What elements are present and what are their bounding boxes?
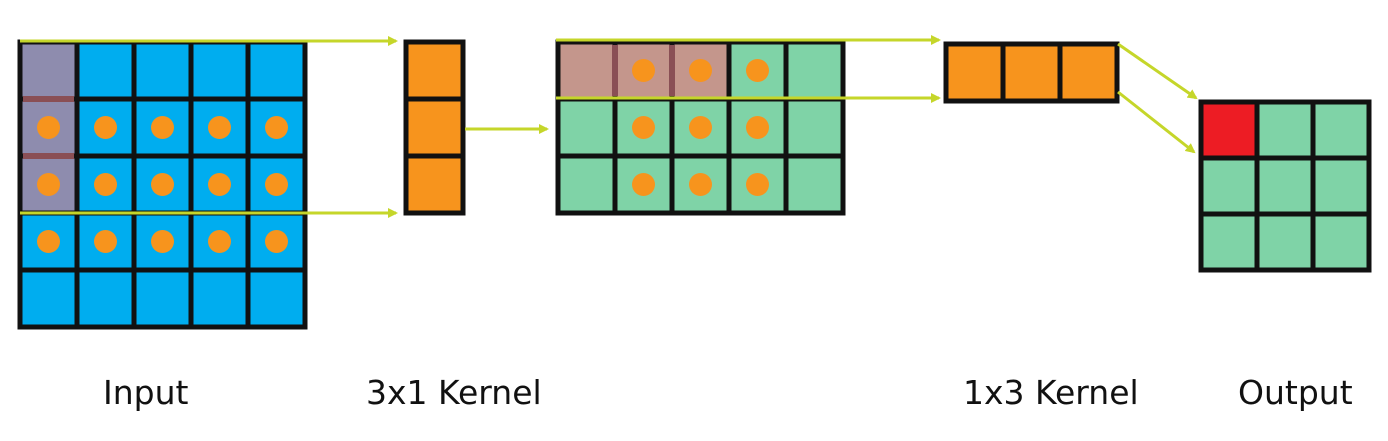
output-cell (1254, 155, 1316, 217)
sample-dot (208, 116, 231, 139)
grids-layer (17, 39, 1372, 330)
input-cell (131, 39, 194, 102)
kernel-1x3-cell (1057, 41, 1120, 104)
kernel-3x1-label: 3x1 Kernel (366, 373, 542, 412)
input-cell (245, 267, 308, 330)
sample-dot (94, 116, 117, 139)
output-cell (1254, 99, 1316, 161)
sample-dot (265, 116, 288, 139)
kernel-1x3-cell (943, 41, 1006, 104)
input-cell (188, 267, 251, 330)
sample-dot (208, 173, 231, 196)
output-cell (1198, 155, 1260, 217)
sample-dot (632, 116, 655, 139)
kernel-1x3-grid (943, 41, 1120, 104)
input-grid (17, 39, 308, 330)
sample-dot (37, 230, 60, 253)
intermediate-cell (555, 96, 618, 159)
input-cell (74, 39, 137, 102)
output-label: Output (1238, 373, 1353, 412)
output-cell (1310, 155, 1372, 217)
sample-dot (746, 173, 769, 196)
sample-dot (746, 59, 769, 82)
input-cell (188, 39, 251, 102)
output-cell (1310, 211, 1372, 273)
sample-dot (151, 116, 174, 139)
sample-dot (208, 230, 231, 253)
kernel-3x1-cell (403, 96, 466, 159)
sample-dot (265, 230, 288, 253)
output-cell (1198, 99, 1260, 161)
input-cell (131, 267, 194, 330)
intermediate-cell (783, 153, 846, 216)
sample-dot (265, 173, 288, 196)
input-cell (245, 39, 308, 102)
sample-dot (689, 59, 712, 82)
kernel-1x3-cell (1000, 41, 1063, 104)
sample-dot (632, 59, 655, 82)
input-cell (17, 267, 80, 330)
sample-dot (37, 116, 60, 139)
kernel-3x1-cell (403, 39, 466, 102)
sample-dot (746, 116, 769, 139)
output-cell (1198, 211, 1260, 273)
output-cell (1310, 99, 1372, 161)
intermediate-cell (555, 39, 618, 102)
intermediate-cell (783, 39, 846, 102)
sample-dot (37, 173, 60, 196)
arrow-kernel-1x3-top-to-output (1117, 42, 1198, 100)
input-cell (245, 153, 308, 216)
input-cell (17, 39, 80, 102)
output-grid (1198, 99, 1372, 273)
arrow-kernel-1x3-bottom-to-output (1117, 90, 1196, 154)
sample-dot (632, 173, 655, 196)
sample-dot (151, 230, 174, 253)
intermediate-cell (555, 153, 618, 216)
intermediate-cell (783, 96, 846, 159)
kernel-3x1-grid (403, 39, 466, 216)
sample-dot (94, 230, 117, 253)
intermediate-grid (555, 39, 846, 216)
input-cell (74, 267, 137, 330)
sample-dot (94, 173, 117, 196)
sample-dot (151, 173, 174, 196)
input-label: Input (103, 373, 189, 412)
kernel-3x1-cell (403, 153, 466, 216)
output-cell (1254, 211, 1316, 273)
sample-dot (689, 173, 712, 196)
arrows-layer (20, 35, 1198, 218)
sample-dot (689, 116, 712, 139)
kernel-1x3-label: 1x3 Kernel (963, 373, 1139, 412)
input-cell (131, 153, 194, 216)
